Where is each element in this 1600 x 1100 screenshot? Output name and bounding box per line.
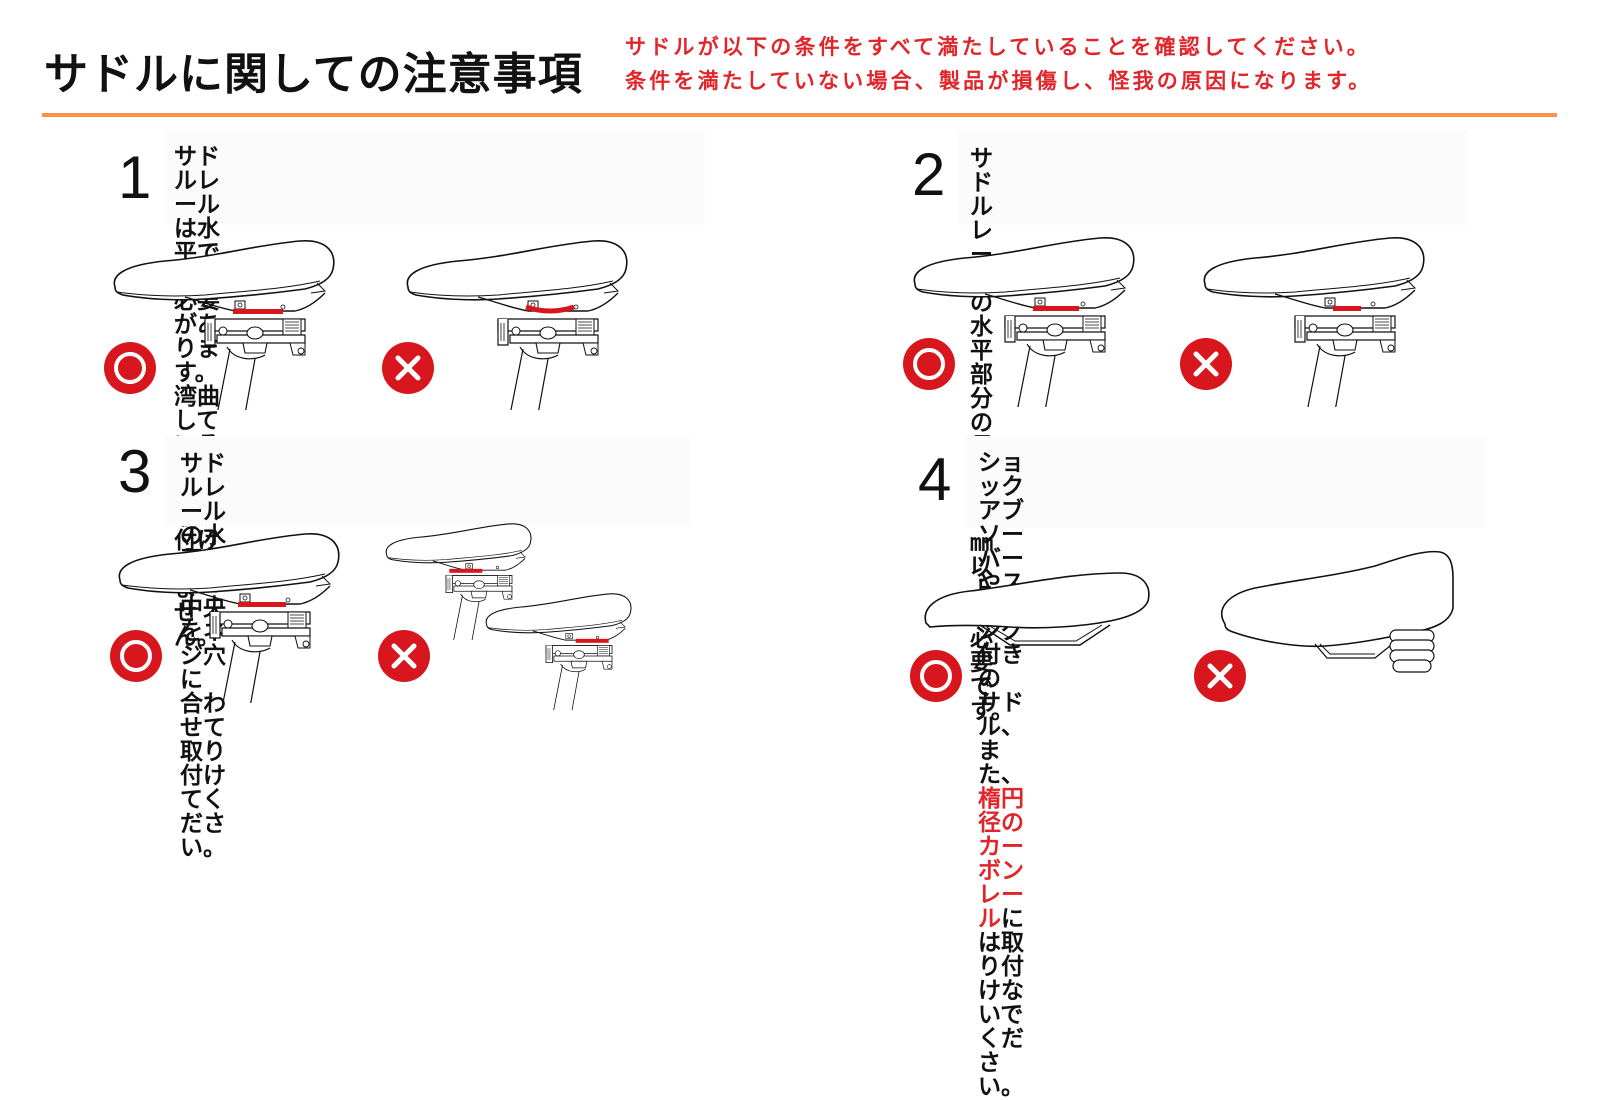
saddle-long-rail-illustration xyxy=(913,236,1135,407)
saddle-curved-rail-illustration xyxy=(406,239,628,410)
saddle-centered-mount-illustration xyxy=(118,532,340,703)
section-2-header-bg xyxy=(958,130,1468,225)
section-instruction: ショックアブソーバーやスプリング付きの サドル、また、楕円径のカーボンレールに … xyxy=(978,451,1024,1099)
header-divider xyxy=(42,113,1557,117)
instruction-line: 合わせて取り付けてください。 xyxy=(180,691,226,861)
warning-notice-line-2: 条件を満たしていない場合、製品が損傷し、怪我の原因になります。 xyxy=(625,69,1373,93)
saddle-offset-mount-rear-illustration xyxy=(485,593,632,710)
section-1-header-bg xyxy=(165,130,705,225)
section-number: 2 xyxy=(912,141,946,208)
saddle-horizontal-rail-illustration xyxy=(113,239,335,410)
circle-ok-icon xyxy=(903,338,955,390)
circle-ok-icon xyxy=(104,342,156,394)
page-title: サドルに関しての注意事項 xyxy=(44,49,583,100)
instruction-line: は取り付けないでください。 xyxy=(978,930,1024,1100)
warning-notice-line-1: サドルが以下の条件をすべて満たしていることを確認してください。 xyxy=(625,35,1371,59)
saddle-with-spring-illustration xyxy=(1220,550,1454,673)
cross-ng-icon xyxy=(378,630,430,682)
saddle-short-rail-illustration xyxy=(1203,236,1425,407)
section-3-header-bg xyxy=(165,436,690,526)
saddle-plain-rail-illustration xyxy=(924,572,1150,646)
instruction-text: に xyxy=(1001,906,1024,932)
cross-ng-icon xyxy=(1180,338,1232,390)
section-number: 3 xyxy=(118,438,152,505)
warning-notice: サドルが以下の条件をすべて満たしていることを確認してください。 条件を満たしてい… xyxy=(625,30,1372,98)
cross-ng-icon xyxy=(1194,650,1246,702)
cross-ng-icon xyxy=(382,342,434,394)
section-number: 4 xyxy=(918,446,952,513)
section-4-header-bg xyxy=(965,436,1485,528)
circle-ok-icon xyxy=(110,630,162,682)
instruction-line: サドル、また、楕円径のカーボンレールに xyxy=(978,691,1024,931)
saddle-offset-mount-front-illustration xyxy=(385,523,532,640)
instruction-text: サドル、また、 xyxy=(978,690,1024,788)
section-number: 1 xyxy=(118,144,152,211)
circle-ok-icon xyxy=(910,650,962,702)
